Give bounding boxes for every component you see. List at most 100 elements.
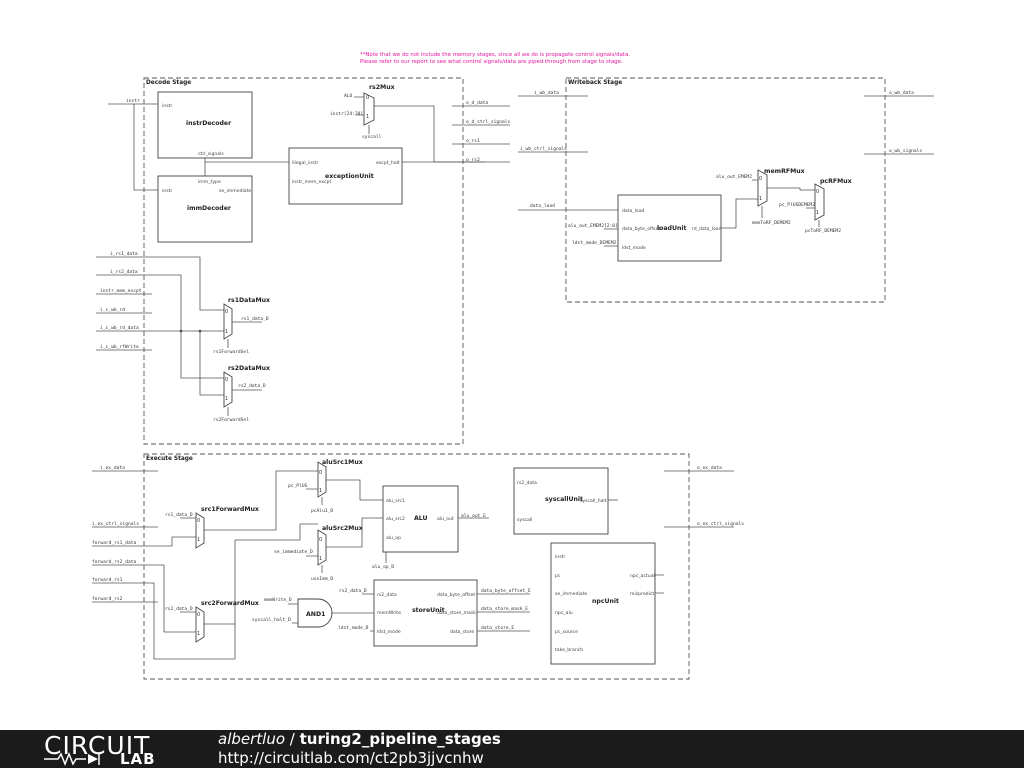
src2ForwardMux-shape	[195, 606, 205, 643]
immDecoder-label: immDecoder	[187, 205, 232, 212]
sys-port-rs2: rs2_data	[517, 480, 537, 486]
alu-block	[382, 485, 459, 553]
project-credit: albertluo / turing2_pipeline_stages http…	[218, 730, 501, 768]
sig-ldst-mode-demem2: ldst_mode_DEMEM2	[572, 240, 616, 246]
wire-ctrl-signals	[204, 158, 290, 176]
wire-rs1datamux-out	[227, 321, 262, 348]
alu-port-out: alu_out	[437, 516, 454, 522]
npc-port-alu: npc_alu	[555, 610, 573, 616]
wire-wb-inputs	[518, 95, 618, 211]
loadUnit-label: loadUnit	[657, 225, 687, 232]
sig-syscall-halt-d: syscall_halt_D	[252, 617, 291, 623]
rs2DataMux-shape	[223, 371, 233, 408]
rs1DataMux-label: rs1DataMux	[228, 297, 270, 304]
aluSrc1Mux-in1: 1	[319, 488, 322, 494]
npc-port-source: pc_source	[555, 629, 578, 635]
sig-alu: ALU	[344, 93, 353, 99]
circuitlab-logo-lab[interactable]: LAB	[120, 750, 156, 768]
store-port-rs2: rs2_data	[377, 592, 397, 598]
sig-ldst-mode-d: ldst_mode_D	[338, 625, 369, 631]
sig-i-c-wb-rd-data: i_c_wb_rd_data	[100, 325, 139, 331]
execute-stage-label: Execute Stage	[146, 456, 193, 462]
sig-o-d-data: o_d_data	[466, 100, 488, 106]
alu-port-op: alu_op	[386, 535, 401, 541]
store-port-byte-offset: data_byte_offset	[437, 592, 475, 598]
sig-forward-rs1: forward_rs1	[92, 577, 123, 583]
and1-gate	[297, 598, 333, 628]
sig-o-rs1: o_rs1	[466, 138, 480, 144]
sig-rs2-data-d-store: rs2_data_D	[339, 588, 367, 594]
sig-rs2-data-d: rs2_data_D	[238, 383, 266, 389]
wire-storeunit	[362, 593, 530, 632]
npc-port-mispredict: mispredict	[630, 591, 654, 597]
sig-instr-mem-excpt: instr_mem_excpt	[100, 288, 142, 294]
junction-dot	[179, 329, 183, 333]
src2ForwardMux-in0: 0	[197, 612, 200, 618]
sig-i-c-wb-rfwrite: i_c_wb_rfWrite	[100, 344, 139, 350]
wire-execute-inputs	[92, 470, 236, 660]
instrDecoder-port-instr: instr	[162, 103, 172, 109]
aluSrc1Mux-shape	[317, 461, 327, 498]
syscallUnit-block	[513, 467, 609, 535]
sig-pctorf-demem2: pcToRF_DEMEM2	[805, 228, 841, 234]
immDecoder-block	[157, 175, 253, 243]
rs1DataMux-in0: 0	[225, 309, 228, 315]
sig-pcalu1-d: pcAlu1_D	[311, 508, 333, 514]
sig-i-wb-data: i_wb_data	[534, 90, 559, 96]
project-name[interactable]: turing2_pipeline_stages	[299, 730, 501, 748]
exc-port-halt: excpt_halt	[376, 160, 400, 166]
wire-register-inputs	[96, 256, 224, 379]
project-url[interactable]: http://circuitlab.com/ct2pb3jjvcnhw	[218, 749, 484, 767]
sig-alu-out-e: alu_out_E	[461, 513, 486, 519]
sig-i-c-wb-rd: i_c_wb_rd	[100, 307, 125, 313]
sig-pc-plus: pc_PlUS	[288, 483, 308, 489]
src1ForwardMux-in1: 1	[197, 537, 200, 543]
src1ForwardMux-shape	[195, 512, 205, 549]
wire-rs2datamux-out	[227, 389, 262, 416]
npc-port-pc: pc	[555, 574, 561, 579]
alu-label: ALU	[414, 515, 428, 522]
sig-data-byte-offset-e: data_byte_offset_E	[481, 588, 531, 594]
note-line-2: Please refer to our report to see what c…	[360, 59, 623, 65]
immDecoder-port-instr: instr	[162, 188, 172, 194]
load-port-rd-data: rd_data_load	[692, 226, 722, 232]
wire-src1fwd	[180, 470, 318, 531]
sig-memwrite-d: memWrite_D	[264, 597, 292, 603]
exceptionUnit-label: exceptionUnit	[325, 173, 374, 180]
author-name[interactable]: albertluo	[218, 730, 286, 748]
sig-rs1-data-d-ex: rs1_data_D	[165, 512, 193, 518]
instrDecoder-label: instrDecoder	[186, 120, 232, 127]
src2ForwardMux-label: src2ForwardMux	[201, 600, 259, 607]
sig-o-ex-ctrl: o_ex_ctrl_signals	[697, 521, 744, 527]
sig-rs2forwardsel: rs2ForwardSel	[213, 417, 249, 423]
wire-execute-outputs	[664, 470, 734, 528]
exc-port-illegal: illegal_instr	[292, 160, 318, 166]
and1-label: AND1	[306, 611, 325, 618]
rs1DataMux-in1: 1	[225, 329, 228, 335]
wire-alusrc1	[306, 479, 383, 505]
npc-port-seimm: se_immediate	[555, 591, 587, 597]
aluSrc2Mux-shape	[317, 529, 327, 566]
sig-pc-plusdemem2: pc_PlUSDEMEM2	[779, 202, 815, 208]
sig-instr: instr	[126, 98, 140, 104]
rs1DataMux-shape	[223, 303, 233, 340]
wire-and1	[288, 603, 374, 624]
sys-port-syscall: syscall	[517, 517, 532, 523]
store-port-mask: data_store_mask	[437, 610, 476, 616]
aluSrc2Mux-in0: 0	[319, 537, 322, 543]
sig-alu-out-emem2-bits: alu_out_EMEM2[2:0]	[568, 223, 618, 229]
sig-i-rs1-data: i_rs1_data	[110, 251, 138, 257]
pcRFMux-in1: 1	[816, 210, 819, 216]
immDecoder-port-immtype: imm_type	[198, 179, 221, 185]
sig-instr-24-20: instr[24:20]	[330, 111, 363, 117]
pcRFMux-label: pcRFMux	[820, 178, 852, 185]
aluSrc1Mux-in0: 0	[319, 470, 322, 476]
syscallUnit-label: syscallUnit	[545, 496, 583, 503]
sig-syscall: syscall	[362, 134, 382, 140]
rs2DataMux-in0: 0	[225, 377, 228, 383]
loadUnit-block	[617, 194, 722, 262]
credit-separator: /	[285, 730, 300, 748]
aluSrc1Mux-label: aluSrc1Mux	[322, 459, 363, 466]
rs2DataMux-label: rs2DataMux	[228, 365, 270, 372]
instrDecoder-port-ctrl: ctrl_signals	[198, 151, 224, 157]
